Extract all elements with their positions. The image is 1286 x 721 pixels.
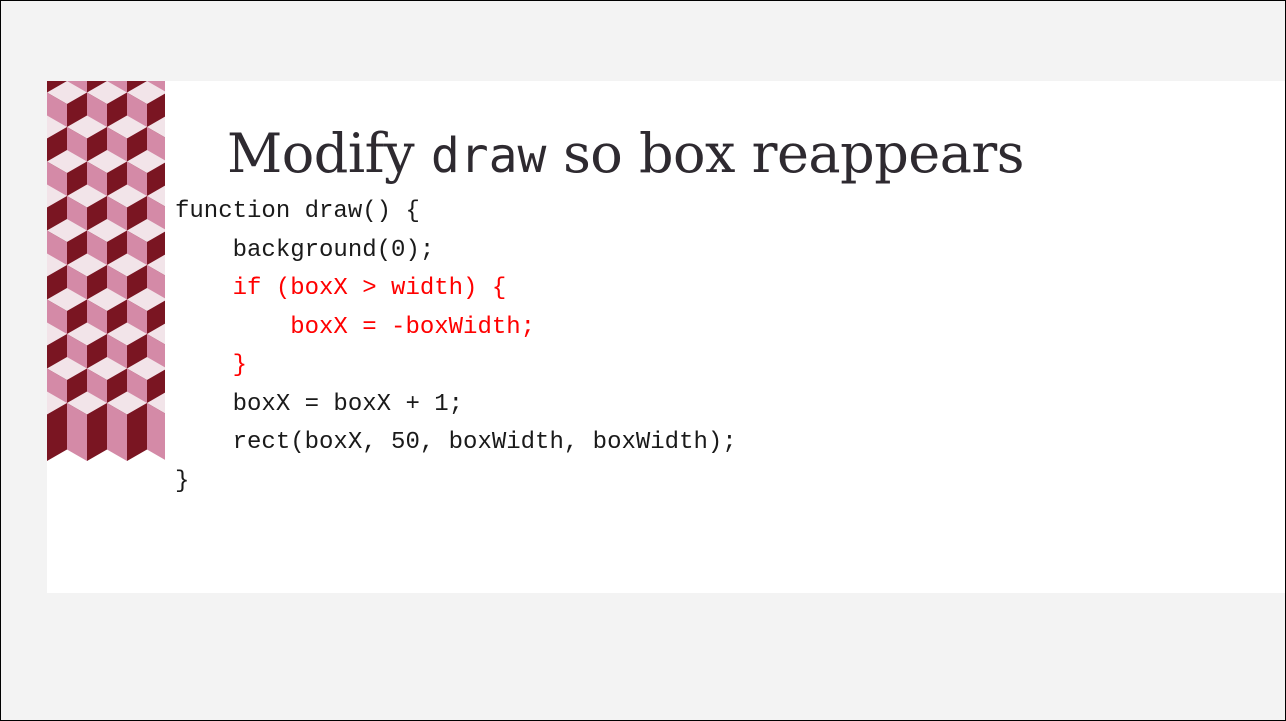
cube-face — [147, 392, 165, 414]
cube-face — [147, 185, 165, 207]
cube-face — [67, 403, 87, 461]
slide: Modify draw so box reappears function dr… — [47, 81, 1285, 593]
title-code-word: draw — [430, 128, 547, 184]
isometric-cube-pattern — [47, 81, 165, 593]
cube-face — [127, 357, 165, 380]
cube-face — [107, 403, 127, 461]
cube-face — [127, 219, 165, 242]
cube-face — [127, 403, 147, 461]
title-suffix: so box reappears — [546, 122, 1024, 185]
code-block: function draw() { background(0); if (box… — [175, 193, 737, 501]
cube-face — [147, 116, 165, 138]
cube-pattern-graphic — [47, 81, 165, 461]
code-line: background(0); — [175, 236, 435, 264]
cube-face — [127, 81, 165, 104]
code-line: boxX = boxX + 1; — [175, 390, 464, 418]
cube-face — [147, 254, 165, 276]
slide-title: Modify draw so box reappears — [227, 123, 1024, 187]
code-line: function draw() { — [175, 198, 420, 225]
title-prefix: Modify — [227, 122, 431, 185]
cube-face — [47, 253, 67, 277]
cube-face — [47, 322, 67, 346]
code-line-highlighted: if (boxX > width) { — [175, 275, 507, 302]
cube-face — [147, 403, 165, 460]
cube-face — [47, 391, 67, 415]
code-line: rect(boxX, 50, boxWidth, boxWidth); — [175, 429, 737, 456]
cube-face — [127, 288, 165, 311]
cube-face — [47, 403, 67, 461]
cube-face — [127, 150, 165, 173]
cube-face — [147, 323, 165, 345]
cube-face — [87, 403, 107, 461]
cube-face — [47, 115, 67, 139]
cube-face — [47, 184, 67, 208]
code-line-highlighted: } — [175, 352, 248, 379]
code-line-highlighted: boxX = -boxWidth; — [175, 313, 536, 341]
code-line: } — [175, 467, 190, 495]
